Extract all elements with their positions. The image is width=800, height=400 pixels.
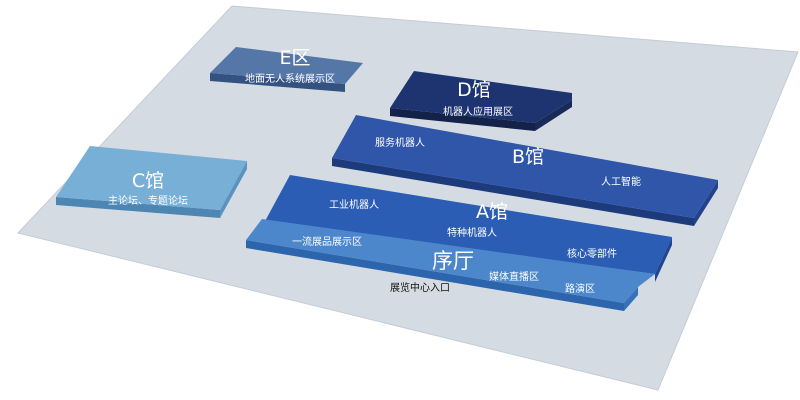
lobby-zone-roadshow: 路演区 (565, 282, 595, 295)
lobby[interactable]: 序厅 一流展品展示区 媒体直播区 路演区 (246, 219, 655, 311)
lobby-zone-media: 媒体直播区 (489, 270, 539, 283)
hall-a-top (264, 175, 672, 274)
hall-c-zone: 主论坛、专题论坛 (108, 194, 188, 207)
hall-b-top (332, 115, 718, 218)
hall-a-title: A馆 (476, 201, 508, 223)
hall-b-side (332, 158, 694, 226)
lobby-side-right (624, 287, 638, 311)
lobby-title: 序厅 (432, 249, 474, 273)
hall-d-top (390, 71, 572, 123)
hall-e[interactable]: E区 地面无人系统展示区 (210, 47, 363, 92)
hall-d-side (390, 108, 535, 131)
hall-c-title: C馆 (132, 170, 164, 192)
hall-b[interactable]: B馆 服务机器人 人工智能 (332, 115, 718, 226)
hall-a-zone-industrial-robot: 工业机器人 (329, 198, 379, 211)
hall-d-title: D馆 (457, 79, 491, 101)
hall-a[interactable]: A馆 工业机器人 特种机器人 核心零部件 (264, 175, 672, 282)
hall-d-zone: 机器人应用展区 (443, 105, 513, 118)
hall-b-zone-ai: 人工智能 (601, 175, 641, 188)
hall-e-zone: 地面无人系统展示区 (245, 72, 335, 85)
hall-e-side (210, 73, 345, 92)
hall-b-zone-service-robot: 服务机器人 (375, 136, 425, 149)
lobby-side (246, 240, 624, 311)
hall-e-title: E区 (279, 47, 310, 69)
hall-e-top (210, 47, 363, 84)
entrance-label: 展览中心入口 (390, 281, 450, 294)
lobby-top (246, 219, 655, 303)
hall-b-side-right (694, 180, 718, 226)
hall-c-top (56, 146, 247, 210)
hall-a-side-right (655, 237, 672, 282)
hall-a-zone-special-robot: 特种机器人 (447, 226, 497, 239)
hall-c-side (56, 197, 220, 218)
hall-c-side-right (220, 161, 247, 218)
hall-c[interactable]: C馆 主论坛、专题论坛 (56, 146, 247, 218)
hall-d-side-right (535, 100, 572, 131)
hall-b-title: B馆 (512, 146, 544, 168)
lobby-zone-exhibits: 一流展品展示区 (292, 235, 362, 248)
hall-a-zone-core-components: 核心零部件 (567, 247, 617, 260)
hall-d[interactable]: D馆 机器人应用展区 (390, 71, 572, 131)
